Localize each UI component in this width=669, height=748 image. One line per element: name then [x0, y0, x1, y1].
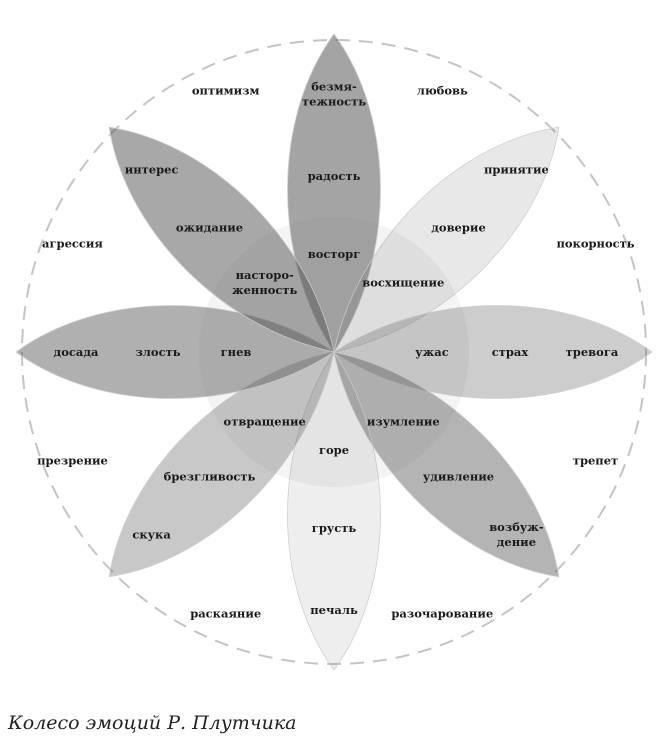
petal-anticipation: [108, 126, 335, 353]
petal-surprise-outer-label: возбуж-дение: [489, 520, 544, 549]
dyad-label: любовь: [417, 84, 468, 98]
petal-anticipation-outer-label: интерес: [125, 163, 179, 177]
petal-surprise-mid-label: удивление: [423, 470, 494, 484]
petal-disgust-outer-label: скука: [132, 527, 171, 541]
petal-fear-mid-label: страх: [492, 345, 529, 359]
petal-sadness-inner-label: горе: [319, 443, 349, 457]
petal-joy-mid-label: радость: [308, 169, 361, 183]
petal-sadness-mid-label: грусть: [312, 521, 357, 535]
petal-anger-mid-label: злость: [135, 345, 180, 359]
petal-anger: [15, 305, 335, 399]
dyad-label: трепет: [573, 453, 618, 467]
petal-anger-inner-label: гнев: [221, 345, 252, 359]
petal-anticipation-mid-label: ожидание: [176, 221, 243, 235]
dyad-label: агрессия: [42, 237, 103, 251]
dyad-label: покорность: [556, 237, 634, 251]
petal-fear-inner-label: ужас: [415, 345, 448, 359]
dyad-label: раскаяние: [190, 607, 261, 621]
petal-joy: [287, 33, 381, 353]
petal-fear: [333, 305, 653, 399]
inner-ring-overlay: [199, 217, 469, 487]
petal-fear-outer-label: тревога: [566, 345, 619, 359]
petal-disgust-inner-label: отвращение: [224, 414, 306, 428]
petal-surprise: [333, 351, 560, 578]
petal-trust-mid-label: доверие: [431, 221, 486, 235]
outer-dashed-circle: [21, 39, 647, 665]
petal-trust: [333, 126, 560, 353]
petal-joy-outer-label: безмя-тежность: [302, 80, 366, 109]
caption: Колесо эмоций Р. Плутчика: [8, 712, 297, 734]
dyad-label: разочарование: [391, 607, 493, 621]
petal-trust-inner-label: восхищение: [362, 276, 444, 290]
petal-anger-outer-label: досада: [54, 345, 99, 359]
petal-sadness-outer-label: печаль: [310, 603, 358, 617]
petal-trust-outer-label: принятие: [484, 163, 549, 177]
petal-surprise-inner-label: изумление: [367, 414, 440, 428]
dyad-label: оптимизм: [192, 84, 260, 98]
petal-sadness: [287, 351, 381, 671]
petal-layer: [15, 33, 653, 671]
dyad-label: презрение: [37, 453, 108, 467]
label-layer: безмя-тежность радость восторг принятие дове…: [37, 80, 635, 621]
plutchik-wheel: безмя-тежность радость восторг принятие дове…: [15, 33, 653, 671]
petal-joy-inner-label: восторг: [308, 247, 361, 261]
petal-anticipation-inner-label: насторо-женность: [232, 268, 298, 297]
petal-disgust: [108, 351, 335, 578]
petal-disgust-mid-label: брезгливость: [164, 470, 256, 484]
